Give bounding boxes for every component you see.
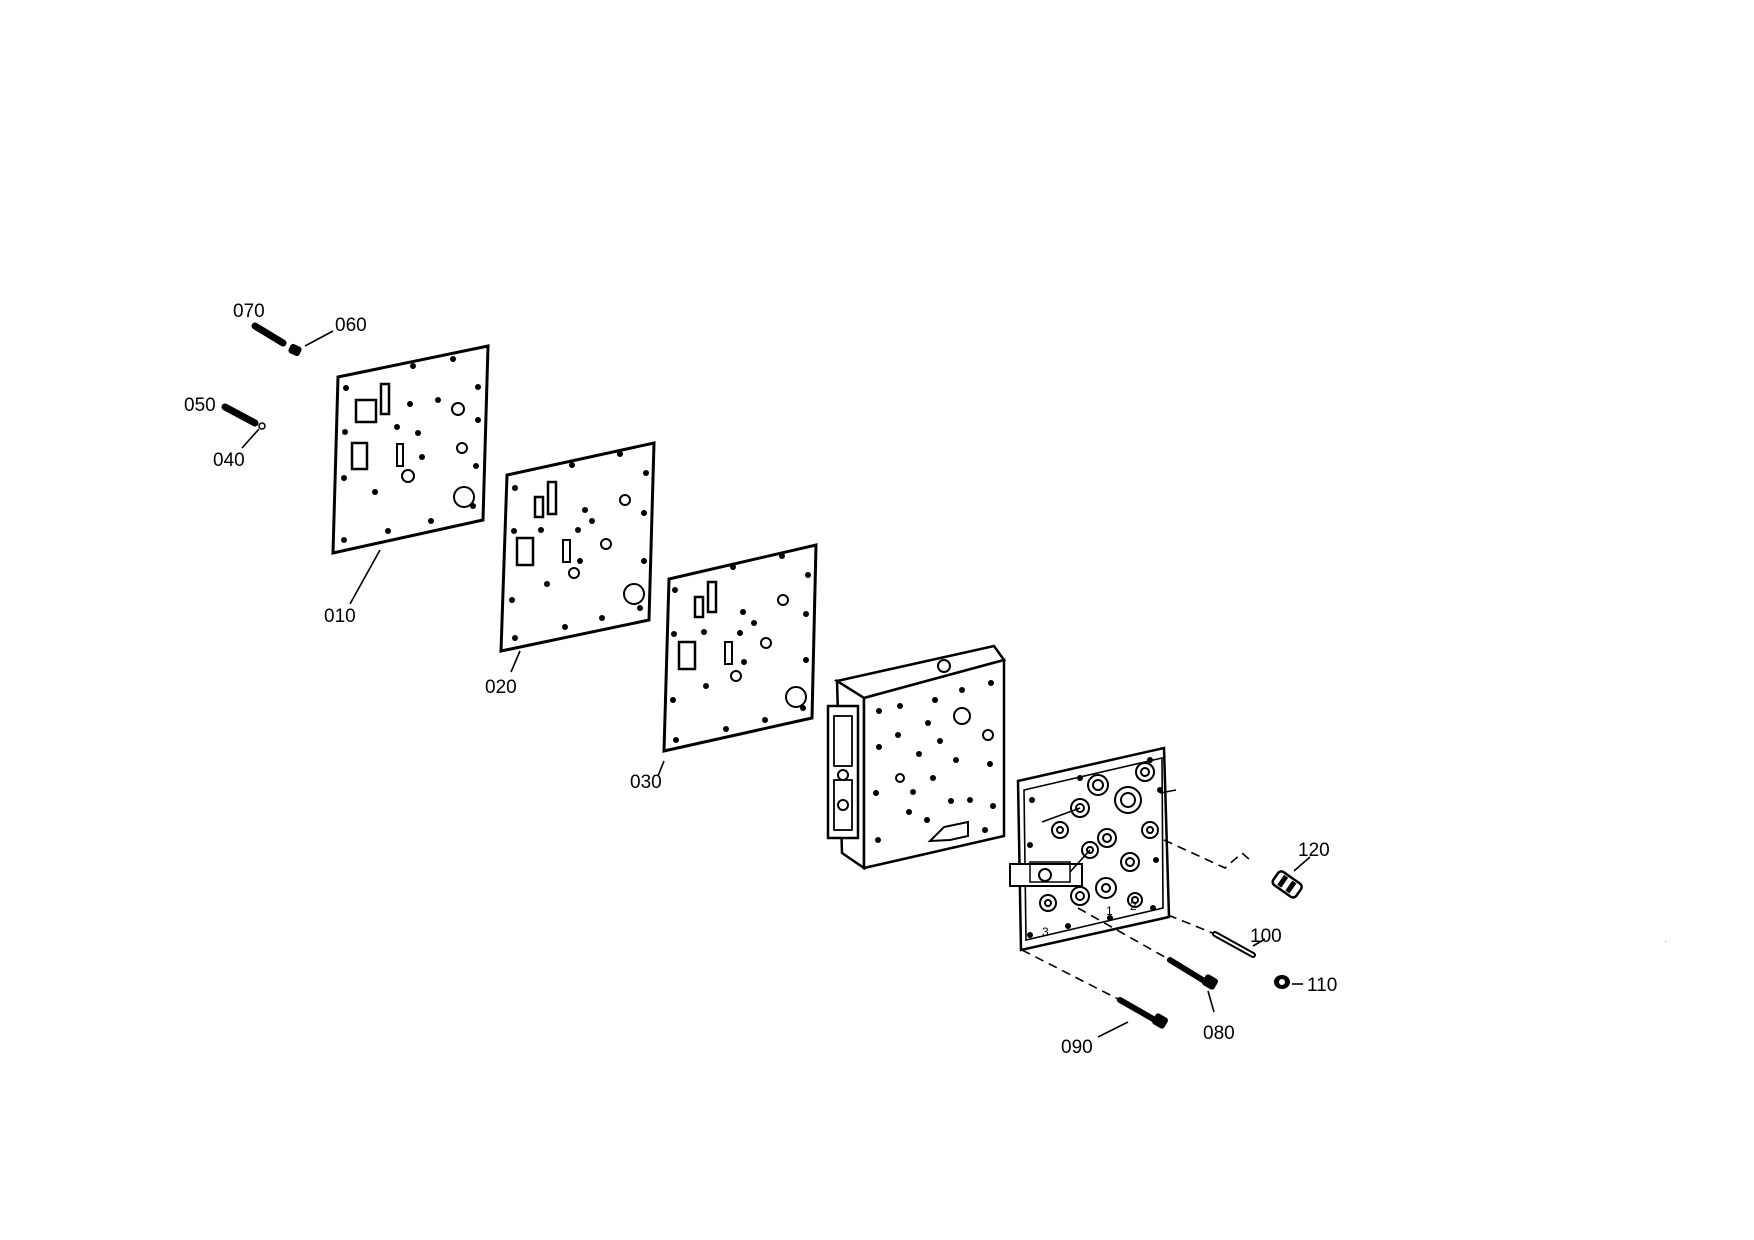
leader-020: [510, 650, 521, 673]
leader-080: [1207, 990, 1215, 1013]
leader-040: [241, 428, 260, 449]
label-090: 090: [1061, 1037, 1093, 1058]
label-020: 020: [485, 677, 517, 698]
part-090-bolt: [1117, 997, 1168, 1029]
dash-line-120: [1163, 839, 1251, 869]
label-050: 050: [184, 395, 216, 416]
label-040: 040: [213, 450, 245, 471]
part-010-plate: [331, 344, 490, 555]
dash-line-080: [1077, 907, 1171, 961]
part-100-pin: [1212, 931, 1256, 958]
part-060-nut: [288, 343, 302, 357]
leader-030: [657, 760, 665, 777]
part-040-ball: [258, 422, 266, 430]
dash-line-100: [1167, 914, 1216, 935]
part-070-screw: [251, 322, 287, 347]
marking-2: 2: [1130, 899, 1137, 913]
leader-060: [304, 330, 334, 347]
part-110-nut: [1274, 975, 1290, 989]
leader-120: [1293, 856, 1311, 872]
valve-housing: [826, 644, 1007, 871]
part-050-screw: [221, 403, 259, 427]
label-120: 120: [1298, 840, 1330, 861]
label-070: 070: [233, 301, 265, 322]
part-030-plate: [662, 543, 818, 753]
part-120-plug: [1271, 870, 1303, 899]
dash-line-090: [1021, 949, 1121, 1001]
marking-3: 3: [1042, 925, 1049, 939]
part-080-bolt: [1167, 957, 1218, 990]
leader-100: [1252, 938, 1266, 947]
stray-dot: .: [1665, 938, 1667, 944]
part-020-plate: [499, 441, 656, 653]
valve-plate-assembly: 1 2 3: [1009, 746, 1177, 952]
label-010: 010: [324, 606, 356, 627]
leader-010: [349, 549, 381, 605]
label-080: 080: [1203, 1023, 1235, 1044]
label-100: 100: [1250, 926, 1282, 947]
leader-090: [1097, 1021, 1129, 1038]
label-110: 110: [1307, 975, 1337, 996]
marking-1: 1: [1106, 904, 1113, 918]
label-030: 030: [630, 772, 662, 793]
label-060: 060: [335, 315, 367, 336]
